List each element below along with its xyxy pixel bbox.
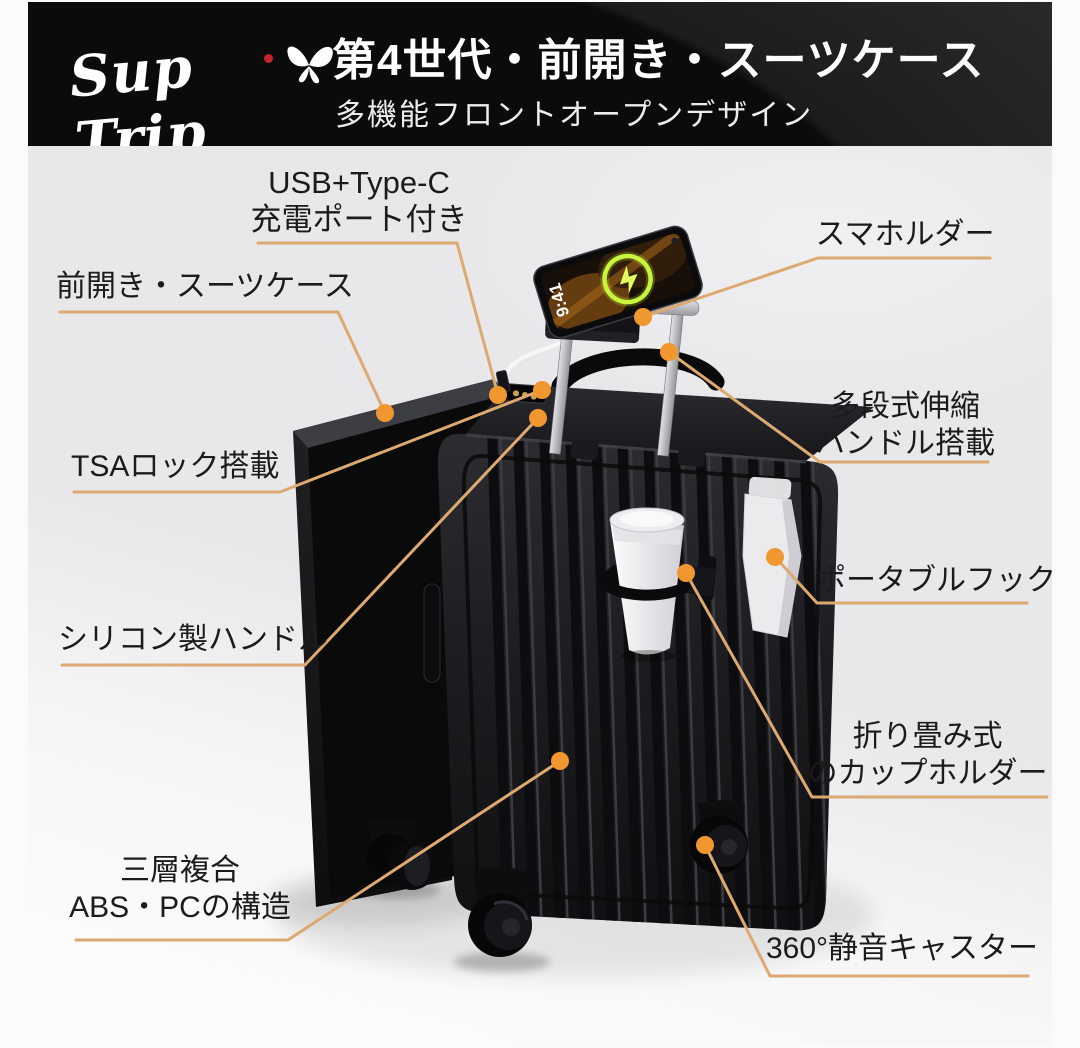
callout-hook-label: ポータブルフック (816, 562, 1056, 599)
logo-accent-dot (264, 54, 273, 63)
callout-front-open-label: 前開き・スーツケース (56, 268, 354, 305)
charging-ring (602, 253, 653, 305)
callout-usb-line2: 充電ポート付き (250, 202, 468, 237)
lightning-bolt-icon (619, 265, 638, 294)
callout-tsa-line1: TSAロック搭載 (71, 450, 280, 483)
leader-line-cup-holder (684, 571, 1049, 799)
wheel-front-right (690, 800, 748, 874)
top-carry-handle (551, 348, 725, 395)
marker-dot-front-open (376, 404, 394, 422)
marker-dot-phone-holder (634, 308, 652, 326)
wheel-shadow-center (454, 952, 550, 972)
callout-hook-line1: ポータブルフック (816, 564, 1056, 597)
marker-dot-usb (489, 386, 507, 404)
callout-cup-holder-label: 折り畳み式 のカップホルダー (800, 718, 1055, 792)
callout-tsa-label: TSAロック搭載 (71, 448, 279, 485)
callout-casters-label: 360°静音キャスター (766, 930, 1038, 967)
callout-telescopic-handle-line2: ハンドル搭載 (815, 427, 995, 460)
leader-line-structure (74, 759, 562, 942)
cup-holder-ring-front (598, 575, 696, 601)
top-front-edge (465, 433, 807, 464)
leader-line-casters (703, 843, 1030, 978)
marker-dot-cup-holder (677, 564, 695, 582)
leader-line-silicone-handle (60, 416, 540, 667)
brand-logo: Sup Trip (67, 16, 333, 146)
side-silicone-handle (423, 583, 441, 683)
leader-line-phone-holder (641, 256, 992, 319)
callout-structure-label: 三層複合 ABS・PCの構造 (60, 852, 300, 926)
marker-dot-telescopic-handle (660, 343, 678, 361)
open-front-lid-edge (293, 379, 508, 448)
leader-line-hook (773, 555, 1029, 605)
pole-base-left (570, 440, 599, 460)
portable-hook (742, 476, 802, 638)
banner-title: 第4世代・前開き・スーツケース (332, 36, 985, 85)
callout-front-open-line1: 前開き・スーツケース (56, 270, 354, 303)
callout-usb-line1: USB+Type-C (268, 165, 450, 200)
callout-structure-line1: 三層複合 (120, 854, 240, 887)
callout-silicone-handle-label: シリコン製ハンドル (58, 621, 328, 658)
header-banner: Sup Trip 第4世代・前開き・スーツケース 多機能フロントオープンデザイン (28, 2, 1052, 146)
marker-dot-hook (766, 548, 784, 566)
banner-subtitle: 多機能フロントオープンデザイン (335, 99, 814, 132)
marker-dot-silicone-handle (529, 409, 547, 427)
leader-line-usb (256, 241, 500, 397)
cup (609, 507, 685, 662)
leader-line-telescopic-handle (667, 350, 990, 464)
callout-telescopic-handle-label: 多段式伸縮 ハンドル搭載 (810, 388, 1000, 462)
front-zipper (461, 454, 823, 911)
marker-dot-tsa (533, 381, 551, 399)
pole-base-right (677, 447, 706, 467)
smartphone: 9:41 (533, 225, 703, 339)
callout-structure-line2: ABS・PCの構造 (69, 891, 291, 924)
butterfly-icon (287, 46, 333, 84)
phone-screen (539, 231, 697, 333)
callout-telescopic-handle-line1: 多段式伸縮 (830, 390, 980, 423)
callout-cup-holder-line1: 折り畳み式 (852, 720, 1003, 753)
phone-camera-dot (671, 237, 678, 244)
callout-usb-label: USB+Type-C 充電ポート付き (239, 164, 479, 238)
marker-dot-casters (696, 836, 714, 854)
leader-line-tsa (72, 388, 544, 494)
wheel-front-center (468, 867, 532, 957)
marker-dot-structure (551, 752, 569, 770)
leader-line-front-open (58, 310, 387, 415)
callout-phone-holder-label: スマホルダー (815, 216, 995, 253)
callout-phone-holder-line1: スマホルダー (815, 218, 995, 251)
callout-cup-holder-line2: のカップホルダー (807, 757, 1048, 790)
callout-casters-line1: 360°静音キャスター (766, 932, 1039, 965)
callout-silicone-handle-line1: シリコン製ハンドル (58, 623, 328, 656)
wheel-rear-left (366, 817, 436, 890)
